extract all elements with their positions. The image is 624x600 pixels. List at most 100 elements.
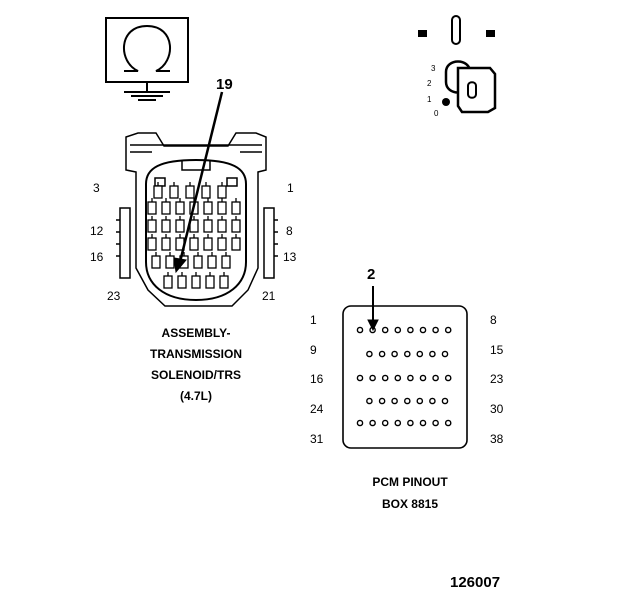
pcm-row-label-right: 15 <box>490 343 504 357</box>
trs-terminal <box>217 185 227 199</box>
pcm-pin <box>429 350 436 358</box>
pcm-row-label-right: 8 <box>490 313 497 327</box>
pcm-row-label-left: 24 <box>310 402 324 416</box>
ohm-ground-icon <box>105 17 189 101</box>
trs-pin-label: 13 <box>283 250 297 264</box>
pcm-pin <box>378 397 386 405</box>
trs-terminal <box>177 275 187 289</box>
trs-terminal <box>217 219 227 233</box>
pcm-row-label-right: 30 <box>490 402 504 416</box>
trs-pin-label: 3 <box>93 181 100 195</box>
pcm-pin <box>381 326 389 334</box>
trs-caption-line: SOLENOID/TRS <box>150 368 241 382</box>
figure-id: 126007 <box>450 574 501 591</box>
pcm-pin <box>378 350 386 358</box>
trs-pin-label: 21 <box>262 289 276 303</box>
pcm-pin <box>356 374 364 382</box>
trs-pin-label: 23 <box>107 289 121 303</box>
pcm-pin <box>419 374 427 382</box>
pcm-pin <box>381 419 389 427</box>
pcm-pin <box>394 326 402 334</box>
trs-terminal <box>147 219 157 233</box>
trs-terminal <box>161 219 171 233</box>
pcm-pin <box>356 326 364 334</box>
pcm-pin-grid <box>356 326 452 427</box>
ignition-position-label: 0 <box>434 109 439 118</box>
trs-terminal <box>151 255 161 269</box>
pcm-pin <box>391 397 398 405</box>
trs-pin-label: 16 <box>90 250 104 264</box>
ignition-key-icon <box>418 15 497 114</box>
trs-terminal <box>217 237 227 251</box>
pcm-pin <box>391 350 398 358</box>
pcm-pin <box>416 397 424 405</box>
pcm-pin <box>369 419 376 427</box>
pcm-pin <box>407 326 414 334</box>
trs-terminal <box>219 275 229 289</box>
trs-pin-label: 1 <box>287 181 294 195</box>
pcm-callout-label: 2 <box>367 266 376 283</box>
pcm-pin <box>407 419 414 427</box>
trs-terminal-group <box>147 182 241 289</box>
ignition-position-label: 2 <box>427 79 432 88</box>
pcm-caption-line: BOX 8815 <box>381 497 439 511</box>
pcm-pin <box>444 326 452 334</box>
pcm-pin <box>444 419 452 427</box>
pcm-pin <box>419 326 427 334</box>
trs-terminal <box>191 275 201 289</box>
trs-terminal <box>189 237 199 251</box>
pcm-pin <box>432 326 439 334</box>
trs-terminal <box>231 237 241 251</box>
pcm-caption-line: PCM PINOUT <box>372 475 448 489</box>
trs-terminal <box>175 219 185 233</box>
ignition-position-label: 3 <box>431 64 436 73</box>
pcm-pin <box>441 350 449 358</box>
trs-terminal <box>193 255 203 269</box>
trs-terminal <box>147 201 157 215</box>
trs-callout-label: 19 <box>216 76 233 93</box>
pcm-connector-outline <box>342 305 468 449</box>
trs-terminal <box>203 237 213 251</box>
pcm-pin <box>394 374 402 382</box>
trs-terminal <box>161 201 171 215</box>
trs-terminal <box>185 185 195 199</box>
trs-terminal <box>231 201 241 215</box>
trs-terminal <box>203 201 213 215</box>
trs-terminal <box>163 275 173 289</box>
trs-pin-label: 12 <box>90 224 104 238</box>
trs-caption-line: TRANSMISSION <box>149 347 242 361</box>
trs-connector-icon <box>116 132 278 307</box>
trs-pin-label: 8 <box>286 224 293 238</box>
trs-terminal <box>147 237 157 251</box>
pcm-row-label-left: 31 <box>310 432 324 446</box>
trs-terminal <box>165 255 175 269</box>
trs-terminal <box>169 185 179 199</box>
callout-arrow-19 <box>173 91 224 274</box>
trs-terminal <box>217 201 227 215</box>
pcm-row-label-right: 38 <box>490 432 504 446</box>
pcm-pin <box>444 374 452 382</box>
pcm-pin <box>429 397 436 405</box>
trs-caption-line: ASSEMBLY- <box>161 326 231 340</box>
pcm-row-label-left: 9 <box>310 343 317 357</box>
pcm-pin <box>356 419 364 427</box>
pcm-row-label-left: 16 <box>310 372 324 386</box>
pcm-pin <box>441 397 449 405</box>
pcm-row-label-left: 1 <box>310 313 317 327</box>
trs-terminal <box>221 255 231 269</box>
trs-terminal <box>201 185 211 199</box>
pcm-pin <box>407 374 414 382</box>
pcm-pin <box>366 397 373 405</box>
pcm-pin <box>432 374 439 382</box>
pcm-pin <box>394 419 402 427</box>
pcm-pin <box>419 419 427 427</box>
trs-terminal <box>207 255 217 269</box>
pcm-pin <box>381 374 389 382</box>
trs-caption-line: (4.7L) <box>179 389 212 403</box>
trs-terminal <box>203 219 213 233</box>
pcm-pin <box>403 397 411 405</box>
trs-terminal <box>153 185 163 199</box>
pcm-pin <box>432 419 439 427</box>
pcm-pin <box>416 350 424 358</box>
